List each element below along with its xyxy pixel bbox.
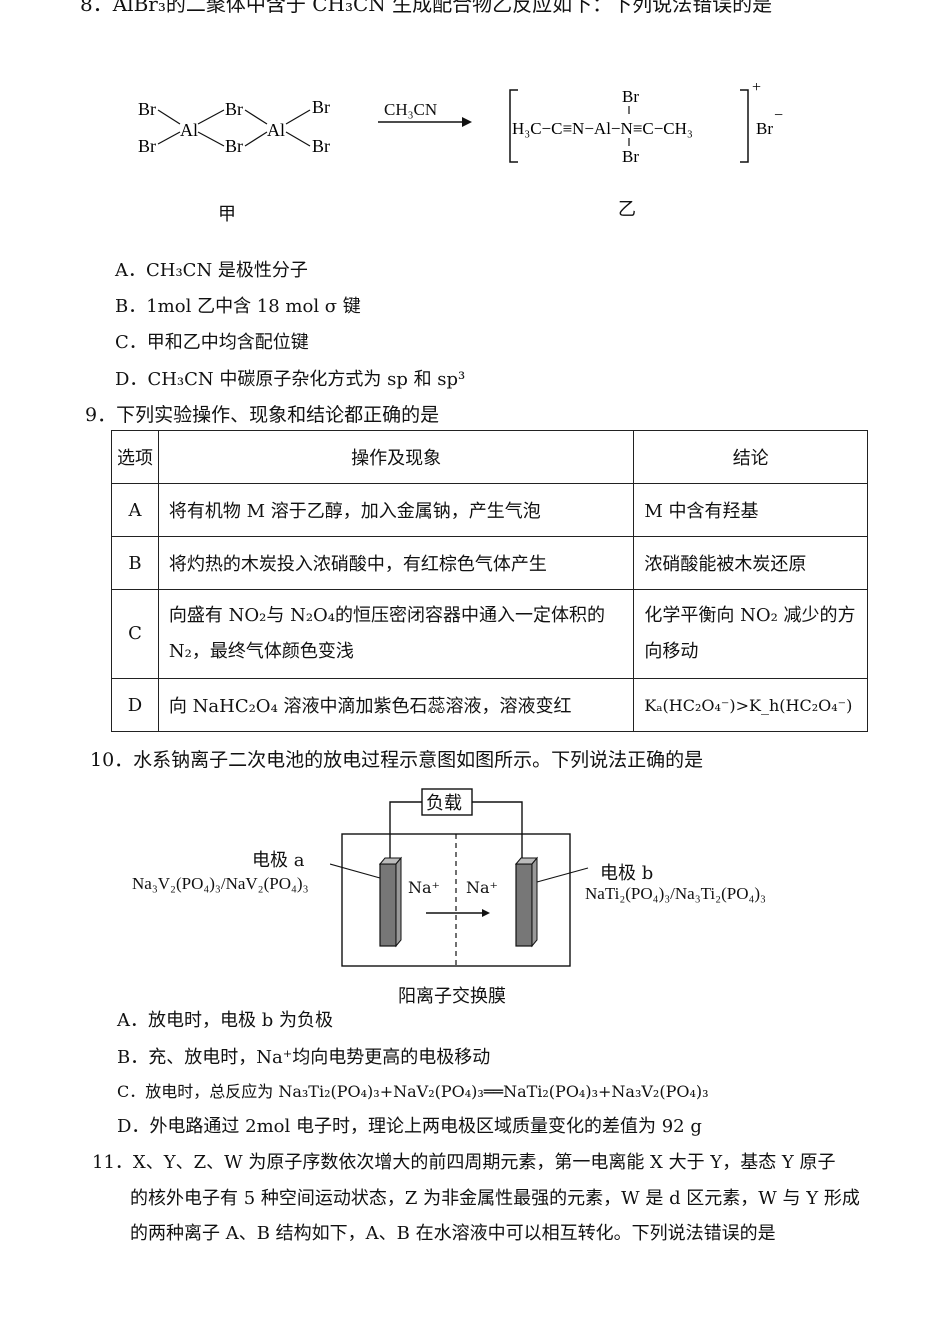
svg-text:+: + [752, 80, 761, 96]
svg-text:Al: Al [267, 120, 285, 140]
dimer-structure: Br Br Al Br Br Al Br Br [138, 97, 330, 156]
label-yi: 乙 [618, 199, 636, 220]
svg-text:Al: Al [180, 120, 198, 140]
question-9-title: 9．下列实验操作、现象和结论都正确的是 [85, 404, 440, 426]
svg-text:Br: Br [312, 97, 330, 117]
svg-text:Br: Br [312, 136, 330, 156]
electrode-a-material: Na₃V₂(PO₄)₃/NaV₂(PO₄)₃ [132, 874, 309, 893]
svg-text:Br: Br [225, 136, 243, 156]
row-operation: 将灼热的木炭投入浓硝酸中，有红棕色气体产生 [157, 536, 635, 590]
header-operation: 操作及现象 [157, 430, 635, 484]
electrode-a-label: 电极 a [252, 850, 305, 871]
ion-right-label: Na⁺ [466, 878, 498, 897]
question-11-line-2: 的核外电子有 5 种空间运动状态，Z 为非金属性最强的元素，W 是 d 区元素，… [130, 1188, 860, 1209]
q8-option-d: D．CH₃CN 中碳原子杂化方式为 sp 和 sp³ [115, 369, 466, 390]
row-option: D [111, 678, 159, 732]
row-operation: 向盛有 NO₂与 N₂O₄的恒压密闭容器中通入一定体积的 N₂，最终气体颜色变浅 [157, 589, 635, 679]
q10-option-a: A．放电时，电极 b 为负极 [117, 1010, 333, 1031]
svg-text:Br: Br [225, 99, 243, 119]
question-11-line-3: 的两种离子 A、B 结构如下，A、B 在水溶液中可以相互转化。下列说法错误的是 [130, 1223, 776, 1244]
q10-option-b: B．充、放电时，Na⁺均向电势更高的电极移动 [117, 1047, 491, 1068]
q9-experiment-table: 选项 操作及现象 结论 A 将有机物 M 溶于乙醇，加入金属钠，产生气泡 M 中… [111, 430, 868, 732]
svg-text:Br: Br [138, 99, 156, 119]
q8-option-c: C．甲和乙中均含配位键 [115, 332, 309, 353]
row-option: A [111, 483, 159, 537]
ion-left-label: Na⁺ [408, 878, 440, 897]
reagent-label: CH₃CN [384, 100, 438, 119]
header-conclusion: 结论 [633, 430, 868, 484]
electrode-b-material: NaTi₂(PO₄)₃/Na₃Ti₂(PO₄)₃ [585, 884, 766, 903]
table-row: C 向盛有 NO₂与 N₂O₄的恒压密闭容器中通入一定体积的 N₂，最终气体颜色… [111, 589, 868, 679]
table-row: A 将有机物 M 溶于乙醇，加入金属钠，产生气泡 M 中含有羟基 [111, 483, 868, 537]
battery-diagram [330, 788, 589, 967]
svg-text:H₃C−C≡N−Al−N≡C−CH₃: H₃C−C≡N−Al−N≡C−CH₃ [512, 119, 693, 138]
q8-reaction-diagram: Br Br Al Br Br Al Br Br + Br H₃C−C≡N−Al−… [138, 80, 783, 166]
header-option: 选项 [111, 430, 159, 484]
table-row: B 将灼热的木炭投入浓硝酸中，有红棕色气体产生 浓硝酸能被木炭还原 [111, 536, 868, 590]
q10-option-d: D．外电路通过 2mol 电子时，理论上两电极区域质量变化的差值为 92 g [117, 1116, 702, 1137]
q8-option-b: B．1mol 乙中含 18 mol σ 键 [115, 296, 361, 317]
svg-text:−: − [774, 107, 783, 124]
complex-structure: + Br H₃C−C≡N−Al−N≡C−CH₃ Br Br − [509, 80, 783, 166]
reaction-arrow [378, 117, 472, 127]
row-conclusion: 浓硝酸能被木炭还原 [633, 536, 868, 590]
row-option: B [111, 536, 159, 590]
row-option: C [111, 589, 159, 679]
table-header-row: 选项 操作及现象 结论 [111, 430, 868, 484]
svg-text:Br: Br [756, 119, 773, 138]
svg-text:Br: Br [138, 136, 156, 156]
electrode-b-rect [515, 863, 533, 947]
membrane-label: 阳离子交换膜 [398, 986, 506, 1007]
svg-text:Br: Br [622, 147, 639, 166]
electrode-b-label: 电极 b [600, 863, 654, 884]
question-8-header: 8．AlBr₃的二聚体中含于 CH₃CN 生成配合物乙反应如下：下列说法错误的是 [80, 0, 773, 16]
question-10-title: 10．水系钠离子二次电池的放电过程示意图如图所示。下列说法正确的是 [90, 749, 704, 771]
q10-option-c: C．放电时，总反应为 Na₃Ti₂(PO₄)₃+NaV₂(PO₄)₃══NaTi… [117, 1082, 709, 1101]
question-11-line-1: 11．X、Y、Z、W 为原子序数依次增大的前四周期元素，第一电离能 X 大于 Y… [92, 1152, 836, 1173]
row-conclusion: M 中含有羟基 [633, 483, 868, 537]
row-operation: 将有机物 M 溶于乙醇，加入金属钠，产生气泡 [157, 483, 635, 537]
electrode-a-rect [379, 863, 397, 947]
label-jia: 甲 [218, 204, 236, 225]
svg-text:Br: Br [622, 87, 639, 106]
load-box [421, 788, 473, 816]
q8-option-a: A．CH₃CN 是极性分子 [115, 260, 308, 281]
row-conclusion: 化学平衡向 NO₂ 减少的方向移动 [633, 589, 868, 679]
table-row: D 向 NaHC₂O₄ 溶液中滴加紫色石蕊溶液，溶液变红 Kₐ(HC₂O₄⁻)>… [111, 678, 868, 732]
row-conclusion: Kₐ(HC₂O₄⁻)>K_h(HC₂O₄⁻) [633, 678, 868, 732]
row-operation: 向 NaHC₂O₄ 溶液中滴加紫色石蕊溶液，溶液变红 [157, 678, 635, 732]
load-label: 负载 [426, 793, 462, 814]
